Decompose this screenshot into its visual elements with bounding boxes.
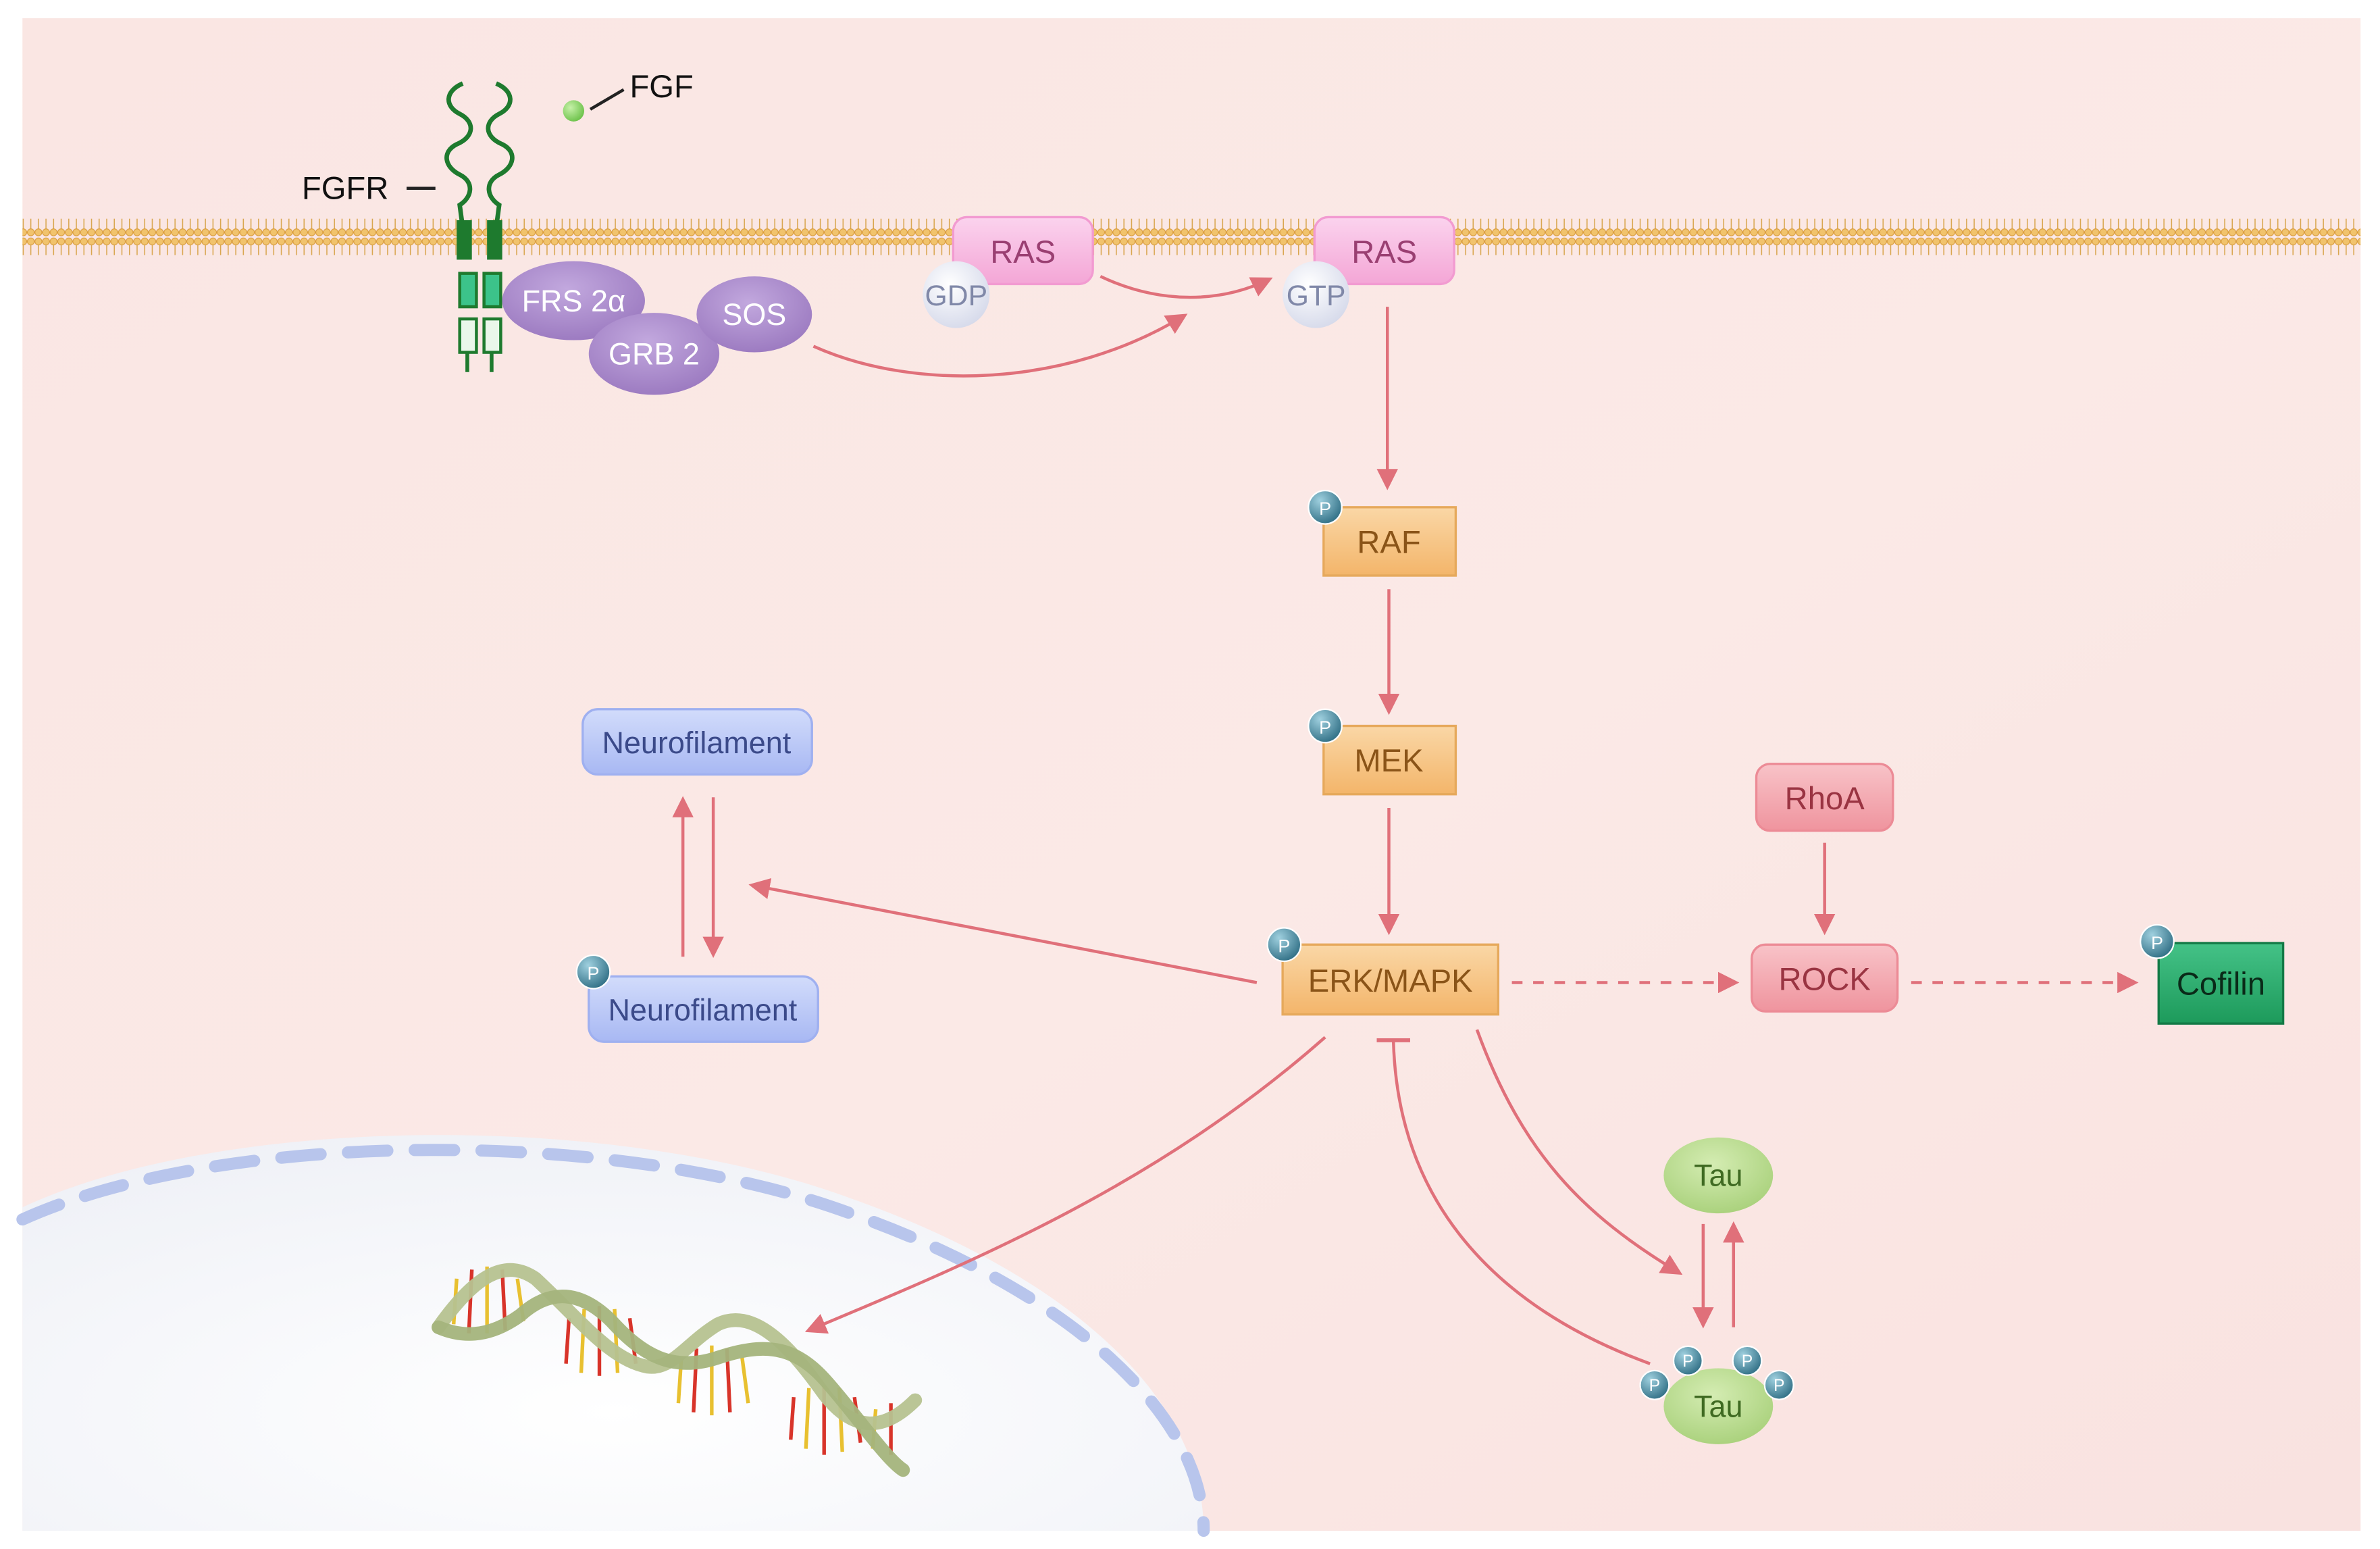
ras-gtp-box: [1313, 215, 1455, 286]
rhoa-node: RhoA: [1755, 763, 1894, 832]
phosphate-icon: P: [2140, 923, 2175, 959]
svg-text:P: P: [1774, 1377, 1785, 1395]
rock-node: ROCK: [1751, 943, 1899, 1013]
tau-label: Tau: [1694, 1159, 1742, 1193]
fgf-label: FGF: [629, 69, 693, 105]
ras-gtp-label: RAS: [1351, 234, 1417, 270]
mek-node: MEK: [1322, 724, 1457, 796]
frs2a-label: FRS 2α: [522, 284, 625, 318]
plasma-membrane: [22, 217, 2361, 257]
nucleus: [16, 1135, 1210, 1538]
svg-text:P: P: [1742, 1352, 1753, 1371]
frs2a-node: [502, 261, 645, 340]
phosphate-icon: P: [1732, 1345, 1763, 1376]
ras-gdp: RAS GDP: [923, 215, 1094, 328]
grb2-label: GRB 2: [609, 337, 700, 372]
erk-mapk-label: ERK/MAPK: [1308, 963, 1473, 999]
arrow-gdp-to-gtp: [1100, 275, 1273, 299]
neurofilament-label: Neurofilament: [602, 726, 791, 760]
gtp-label: GTP: [1287, 280, 1346, 312]
cofilin-label: Cofilin: [2177, 966, 2265, 1002]
cofilin-node: Cofilin: [2157, 942, 2285, 1025]
gtp-node: [1283, 261, 1350, 328]
svg-text:P: P: [1682, 1352, 1694, 1371]
phosphate-icon: P: [575, 954, 611, 990]
grb2-node: [588, 313, 720, 395]
tau-node: Tau: [1663, 1137, 1774, 1214]
mek-label: MEK: [1354, 743, 1423, 779]
phosphate-icon: P: [1639, 1369, 1670, 1400]
arrow-erk-to-dna: [804, 1036, 1326, 1334]
arrow-erk-to-tau: [1475, 1029, 1683, 1275]
pathway-arrows: [672, 275, 2139, 1365]
svg-text:P: P: [2151, 933, 2163, 953]
neurofilament-node: Neurofilament: [581, 708, 813, 776]
phospho-tau-label: Tau: [1694, 1389, 1742, 1423]
inhibition-ptau-to-erk: [1391, 1042, 1651, 1365]
raf-label: RAF: [1357, 524, 1420, 560]
phosphate-icon: P: [1308, 708, 1343, 744]
phosphate-icon: P: [1763, 1369, 1794, 1400]
gdp-node: [923, 261, 990, 328]
fgf-ligand: FGF: [563, 69, 694, 122]
ras-gdp-label: RAS: [990, 234, 1056, 270]
phospho-neurofilament-label: Neurofilament: [608, 993, 797, 1027]
ras-gdp-box: [952, 215, 1094, 286]
fgfr-label: FGFR: [302, 170, 388, 206]
raf-node: RAF: [1322, 506, 1457, 577]
rhoa-label: RhoA: [1785, 781, 1865, 817]
sos-node: [696, 276, 812, 353]
svg-text:P: P: [1278, 936, 1290, 957]
ras-gtp: RAS GTP: [1283, 215, 1455, 328]
phosphate-icon: P: [1266, 927, 1302, 963]
arrow-sos-to-ras: [812, 313, 1188, 378]
adaptor-complex: FRS 2α GRB 2 SOS: [502, 261, 812, 395]
phosphate-groups: P P P P P P P P P: [575, 489, 2175, 1400]
svg-text:P: P: [1649, 1377, 1661, 1395]
phosphate-icon: P: [1672, 1345, 1703, 1376]
phosphate-icon: P: [1308, 489, 1343, 525]
phospho-tau-node: Tau: [1663, 1368, 1774, 1444]
svg-text:P: P: [588, 963, 600, 984]
fgfr-receptor: FGFR: [302, 81, 515, 372]
dna-helix-icon: [432, 1263, 923, 1477]
arrow-erk-to-neurofilament: [748, 878, 1258, 984]
phospho-neurofilament-node: Neurofilament: [588, 975, 819, 1043]
sos-label: SOS: [722, 297, 786, 332]
erk-mapk-node: ERK/MAPK: [1281, 943, 1500, 1016]
gdp-label: GDP: [925, 280, 988, 312]
svg-text:P: P: [1319, 499, 1331, 519]
svg-text:P: P: [1319, 717, 1331, 738]
rock-label: ROCK: [1779, 962, 1871, 998]
